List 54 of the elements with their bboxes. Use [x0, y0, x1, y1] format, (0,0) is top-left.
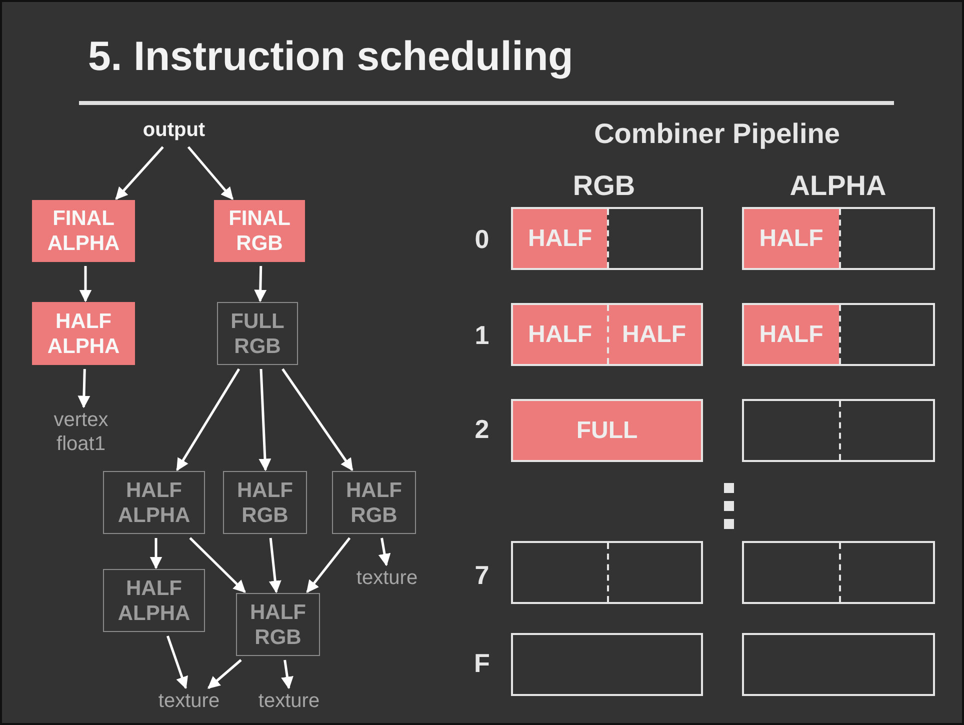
node-label: vertex float1: [41, 408, 121, 456]
stage-number: 7: [474, 562, 490, 588]
arrow: [78, 368, 90, 408]
filled-slot: FULL: [513, 401, 701, 460]
process-box: FINAL RGB: [214, 200, 305, 262]
arrow: [79, 266, 92, 302]
arrow: [282, 368, 354, 472]
pipeline-slot: [511, 207, 703, 270]
arrow: [268, 538, 282, 594]
stage-number: 1: [474, 322, 490, 348]
slide-title: 5. Instruction scheduling: [88, 36, 574, 77]
process-box: HALF RGB: [223, 471, 307, 534]
pipeline-slot: [742, 633, 935, 696]
arrow: [115, 146, 164, 200]
process-box: HALF RGB: [332, 471, 416, 534]
process-box: HALF ALPHA: [32, 302, 135, 365]
process-box: HALF ALPHA: [103, 471, 205, 534]
node-label: output: [142, 118, 206, 143]
arrow: [254, 266, 267, 302]
node-label: texture: [356, 566, 418, 590]
arrow: [166, 636, 188, 690]
pipeline-slot: [742, 303, 935, 366]
pipeline-slot: [511, 303, 703, 366]
filled-slot: HALF: [513, 209, 607, 268]
stage-number: 0: [474, 226, 490, 252]
section-heading: Combiner Pipeline: [594, 120, 840, 148]
arrow: [281, 660, 294, 690]
node-label: texture: [258, 689, 320, 713]
stage-number: F: [474, 650, 490, 676]
arrow: [378, 538, 391, 566]
arrow: [176, 368, 240, 472]
pipeline-slot: [511, 541, 703, 604]
pipeline-slot: [742, 399, 935, 462]
process-box: HALF ALPHA: [103, 569, 205, 632]
pipeline-slot: [742, 541, 935, 604]
arrow: [306, 537, 351, 593]
arrow: [258, 368, 272, 472]
process-box: HALF RGB: [236, 593, 320, 656]
column-heading: ALPHA: [790, 172, 886, 200]
arrow: [189, 537, 246, 593]
pipeline-slot: [742, 207, 935, 270]
filled-slot: HALF: [513, 305, 607, 364]
node-label: texture: [158, 689, 220, 713]
process-box: FULL RGB: [217, 302, 298, 365]
arrow: [150, 538, 162, 570]
stage-number: 2: [474, 416, 490, 442]
arrow: [208, 659, 242, 689]
pipeline-slot: [511, 633, 703, 696]
filled-slot: HALF: [744, 209, 838, 268]
process-box: FINAL ALPHA: [32, 200, 135, 262]
filled-slot: HALF: [607, 305, 701, 364]
arrow: [187, 146, 234, 200]
filled-slot: HALF: [744, 305, 838, 364]
column-heading: RGB: [572, 172, 636, 200]
